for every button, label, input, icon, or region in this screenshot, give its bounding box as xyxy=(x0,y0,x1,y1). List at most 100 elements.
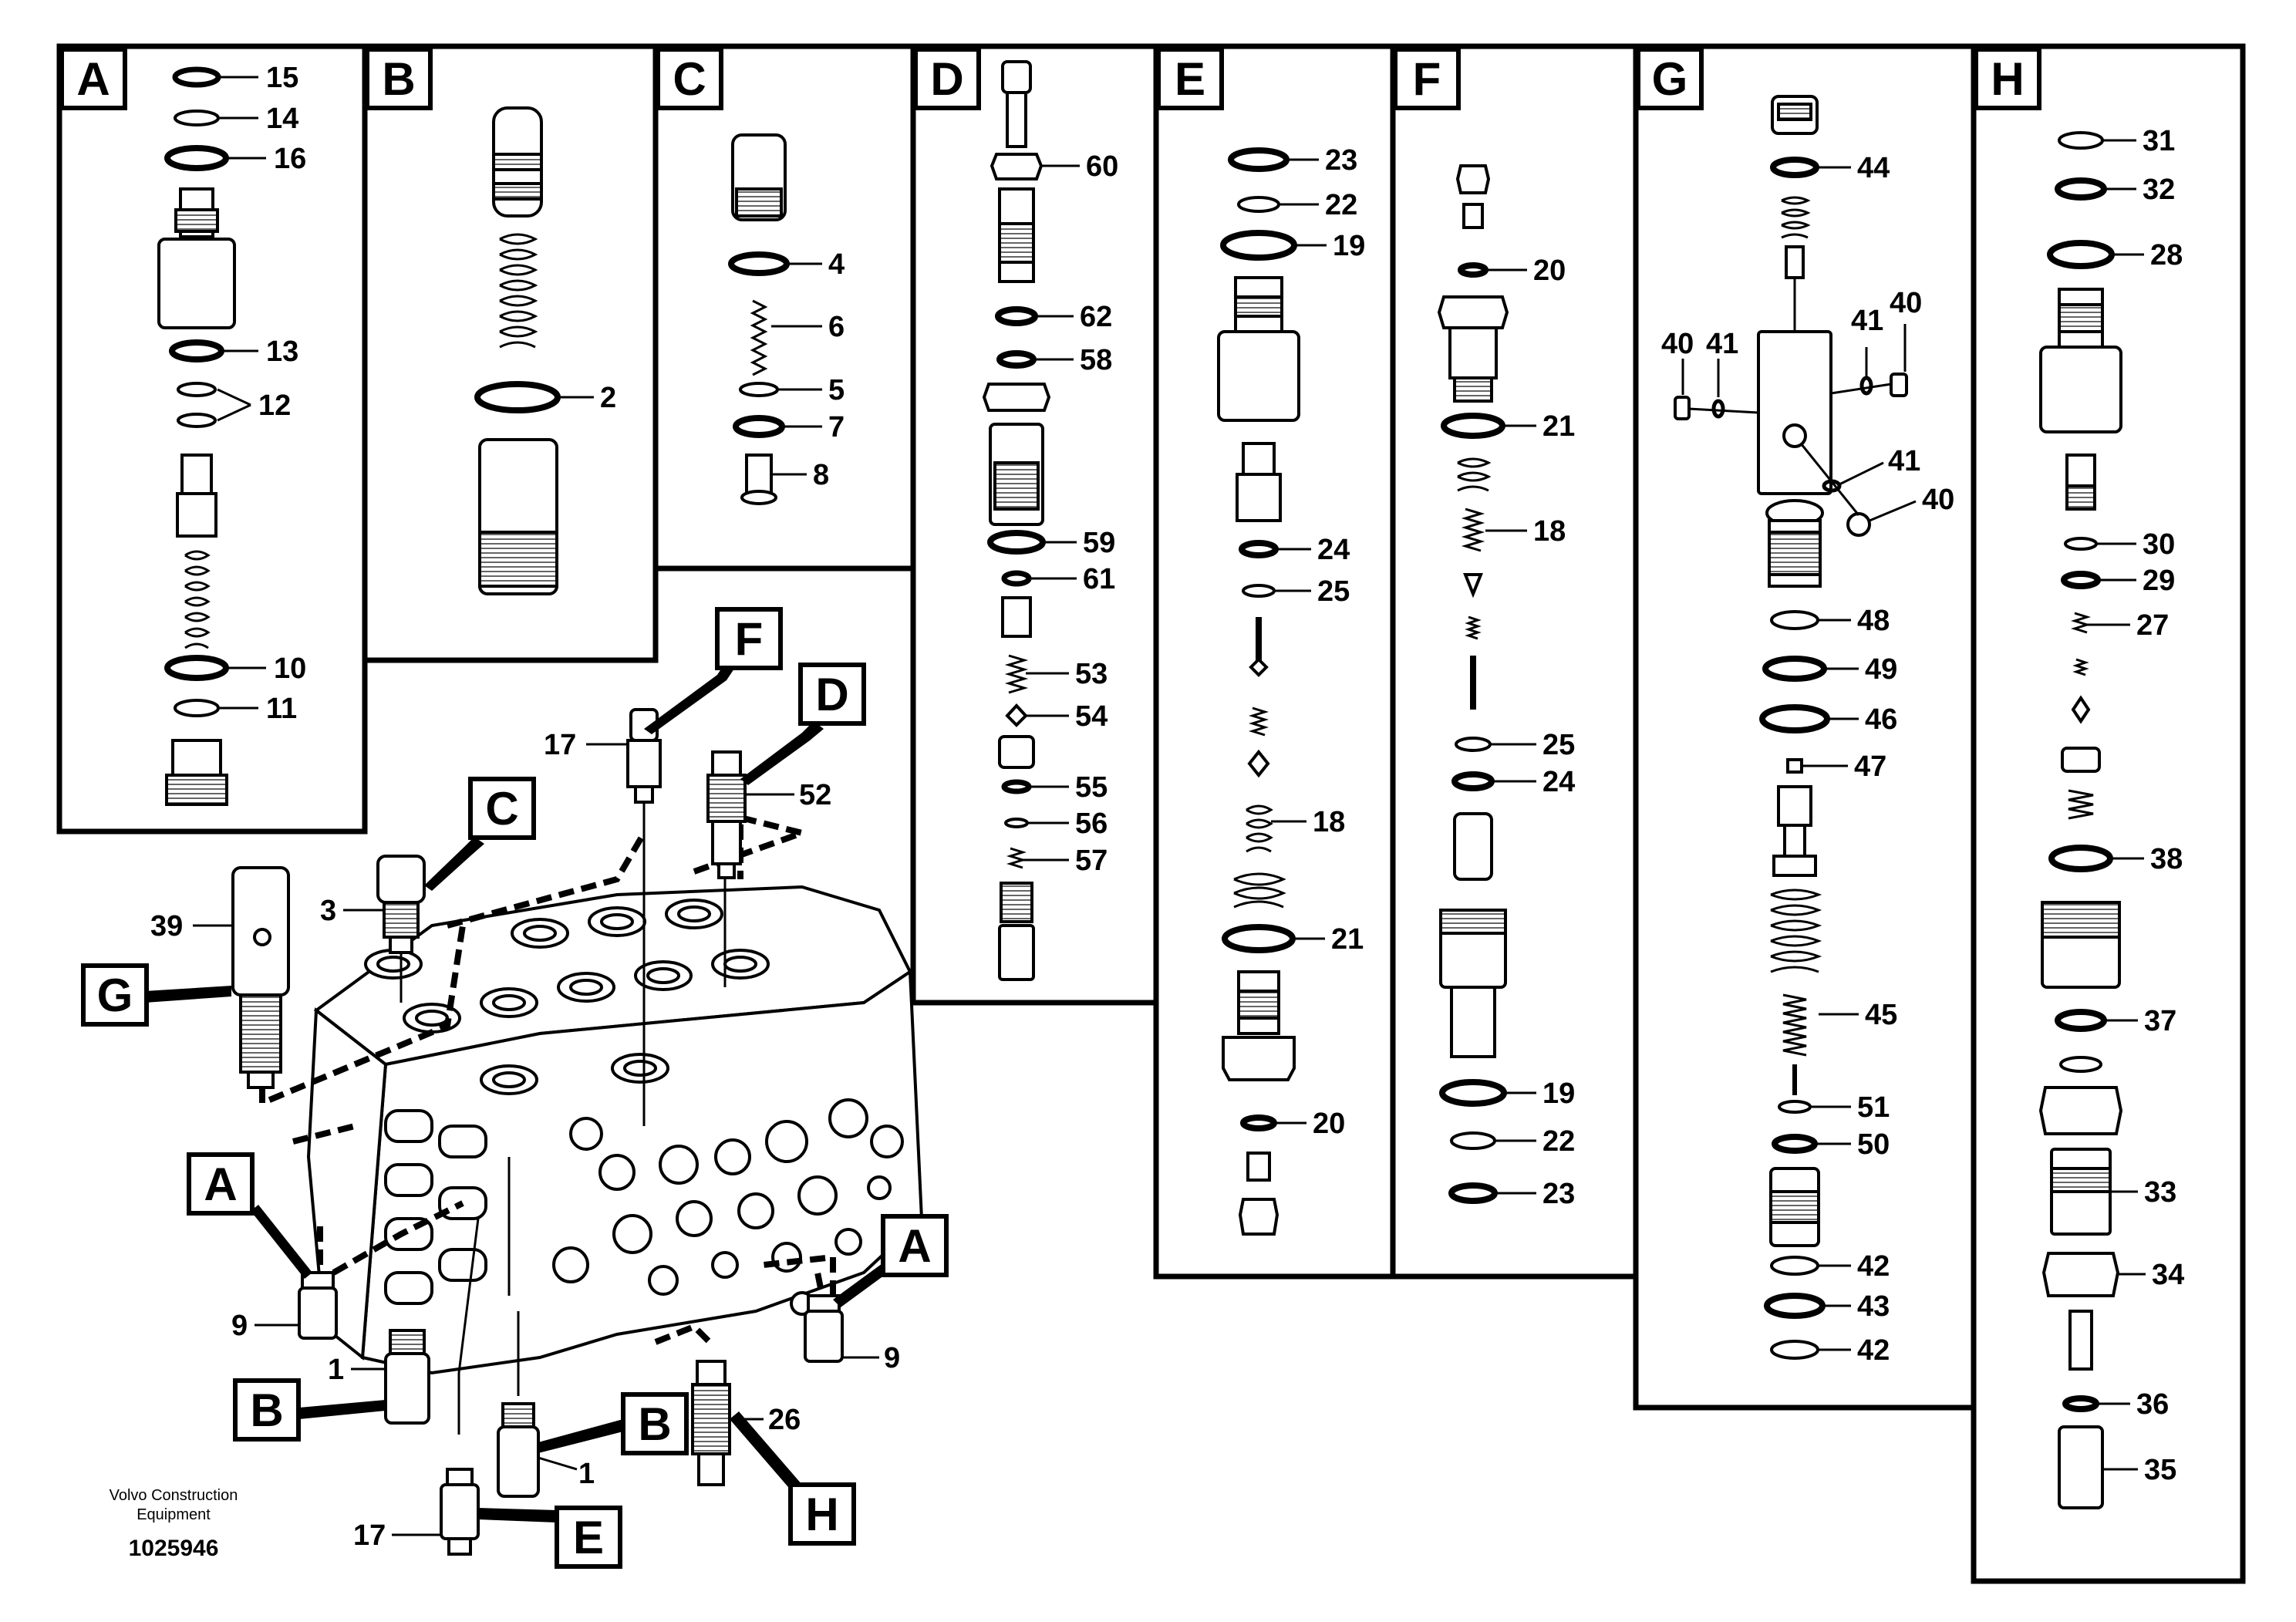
assembly-callouts: 17 52 3 39 9 9 1 1 26 17 xyxy=(150,729,900,1552)
callout-e-25: 25 xyxy=(1317,575,1350,608)
panel-h-label: H xyxy=(1974,47,2041,110)
assembly-tag-b-right-letter: B xyxy=(638,1398,671,1450)
assembly-tag-d-letter: D xyxy=(815,669,848,720)
callout-d-55: 55 xyxy=(1075,771,1108,804)
callout-h-27: 27 xyxy=(2136,609,2169,642)
callout-a-15: 15 xyxy=(266,62,298,94)
panel-letter-boxes: A B C D E F G H xyxy=(59,47,2041,110)
footer-company-line1: Volvo Construction xyxy=(110,1487,238,1504)
callout-f-24: 24 xyxy=(1542,766,1575,798)
panel-c-label: C xyxy=(656,47,723,110)
callout-g-42b: 42 xyxy=(1857,1334,1890,1367)
callout-g-48: 48 xyxy=(1857,605,1890,637)
callout-f-22: 22 xyxy=(1542,1125,1575,1158)
panel-e-letter: E xyxy=(1175,53,1205,105)
assembly-tag-a-right-letter: A xyxy=(898,1220,931,1272)
callout-c-6: 6 xyxy=(828,311,845,343)
footer-block: Volvo Construction Equipment 1025946 xyxy=(110,1487,238,1561)
panel-a-letter: A xyxy=(76,53,110,105)
panel-a-callouts: 15 14 16 13 12 10 11 xyxy=(258,62,306,725)
callout-g-47: 47 xyxy=(1854,750,1886,783)
panel-g-parts xyxy=(1674,95,1908,1360)
callout-h-30: 30 xyxy=(2143,528,2175,561)
callout-h-34: 34 xyxy=(2152,1259,2184,1291)
panel-g-letter: G xyxy=(1652,53,1688,105)
assembly-tag-b-left-letter: B xyxy=(250,1384,283,1436)
panel-h-frame xyxy=(1971,43,2246,1584)
panel-e-callouts: 23 22 19 24 25 18 21 20 xyxy=(1313,144,1365,1140)
panel-f-label: F xyxy=(1393,47,1461,110)
callout-h-38: 38 xyxy=(2150,843,2183,875)
callout-d-58: 58 xyxy=(1080,344,1112,376)
panel-frames xyxy=(56,43,2246,1584)
callout-assembly-3: 3 xyxy=(320,895,336,927)
callout-g-44: 44 xyxy=(1857,152,1890,184)
callout-g-40c: 40 xyxy=(1922,484,1954,516)
callout-e-23: 23 xyxy=(1325,144,1357,177)
callout-d-61: 61 xyxy=(1083,563,1115,595)
panel-g-callouts: 44 41 40 41 40 41 40 48 49 46 47 45 51 5… xyxy=(1661,152,1954,1367)
callout-c-4: 4 xyxy=(828,248,845,281)
callout-e-20: 20 xyxy=(1313,1108,1345,1140)
assembly-dashed-lines xyxy=(259,813,836,1345)
panel-d-leaders xyxy=(1023,164,1080,862)
callout-h-35: 35 xyxy=(2144,1454,2176,1486)
footer-company-line2: Equipment xyxy=(137,1506,211,1523)
panel-f-letter: F xyxy=(1413,53,1441,105)
callout-assembly-1-right: 1 xyxy=(578,1458,595,1490)
panel-f-leaders xyxy=(1485,268,1536,1195)
callout-g-43: 43 xyxy=(1857,1290,1890,1323)
panel-a-leaders xyxy=(217,76,266,710)
callout-h-33: 33 xyxy=(2144,1176,2176,1209)
assembly-tag-b-left: B xyxy=(233,1378,386,1442)
callout-assembly-26: 26 xyxy=(768,1404,801,1436)
callout-b-2: 2 xyxy=(600,382,616,414)
panel-f-parts xyxy=(1437,164,1509,1204)
callout-a-14: 14 xyxy=(266,103,298,135)
callout-g-40b: 40 xyxy=(1890,287,1922,319)
callout-f-19: 19 xyxy=(1542,1077,1575,1110)
panel-h-letter: H xyxy=(1991,53,2024,105)
callout-g-41c: 41 xyxy=(1888,445,1920,477)
callout-f-23: 23 xyxy=(1542,1178,1575,1210)
callout-c-7: 7 xyxy=(828,411,845,443)
assembly-tag-e: E xyxy=(478,1506,622,1569)
panel-b-callouts: 2 xyxy=(600,382,616,414)
callout-e-24: 24 xyxy=(1317,534,1350,566)
panel-e-leaders xyxy=(1271,158,1327,1125)
callout-g-42a: 42 xyxy=(1857,1250,1890,1283)
callout-assembly-17-top: 17 xyxy=(544,729,576,761)
assembly-tag-b-right: B xyxy=(538,1392,689,1455)
panel-h-callouts: 31 32 28 30 29 27 38 37 33 34 36 35 xyxy=(2136,125,2184,1486)
callout-a-13: 13 xyxy=(266,336,298,368)
callout-d-53: 53 xyxy=(1075,658,1108,690)
assembly-tag-h-letter: H xyxy=(805,1489,838,1540)
assembly-tag-g: G xyxy=(81,963,231,1027)
assembly-tag-h: H xyxy=(730,1411,856,1546)
callout-assembly-52: 52 xyxy=(799,779,831,811)
assembly-tag-f-letter: F xyxy=(735,613,764,665)
panel-d-parts xyxy=(982,60,1051,981)
callout-assembly-9-right: 9 xyxy=(884,1342,900,1374)
callout-a-10: 10 xyxy=(274,653,306,685)
callout-f-25: 25 xyxy=(1542,729,1575,761)
callout-a-12: 12 xyxy=(258,389,291,422)
panel-b-parts xyxy=(474,106,561,595)
panel-c-callouts: 4 6 5 7 8 xyxy=(813,248,845,491)
panel-e-label: E xyxy=(1156,47,1224,110)
callout-h-28: 28 xyxy=(2150,239,2183,271)
callout-g-41b: 41 xyxy=(1851,305,1883,337)
assembly-tag-d: D xyxy=(740,663,866,785)
callout-assembly-17-bottom: 17 xyxy=(353,1519,386,1552)
callout-g-45: 45 xyxy=(1865,999,1897,1031)
assembly-tag-c: C xyxy=(424,777,536,891)
callout-g-46: 46 xyxy=(1865,703,1897,736)
panel-g-label: G xyxy=(1636,47,1704,110)
callout-c-8: 8 xyxy=(813,459,829,491)
callout-d-57: 57 xyxy=(1075,845,1108,877)
panel-a-label: A xyxy=(59,47,127,110)
callout-h-29: 29 xyxy=(2143,565,2175,597)
panel-b-letter: B xyxy=(382,53,415,105)
callout-h-32: 32 xyxy=(2143,174,2175,206)
assembly-tag-a-left: A xyxy=(187,1152,312,1279)
